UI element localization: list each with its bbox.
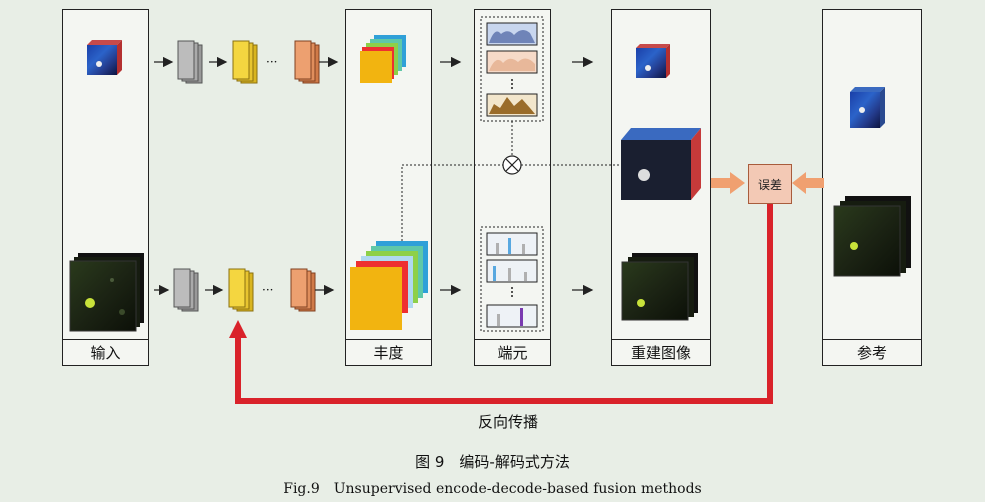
ellipsis-top: ··· [266,55,278,69]
abundance-bottom [350,241,428,330]
hsi-input-cube [87,40,122,75]
reference-column: 参考 [822,9,922,366]
recon-msi-stack [621,253,698,321]
backprop-arrow [229,203,773,404]
endmember-label: 端元 [475,339,550,365]
recon-large-cube [621,128,701,200]
multiply-icon [502,155,522,175]
ellipsis-bottom: ··· [262,283,274,297]
figure-caption-cn: 图 9 编码-解码式方法 [415,453,570,471]
ref-msi-stack [833,196,911,277]
endmember-dots [511,79,513,297]
reconstructed-label: 重建图像 [612,339,710,365]
abundance-top [360,35,406,83]
abundance-label: 丰度 [346,339,431,365]
encoder-bottom [173,268,316,312]
figure-caption-en: Fig.9 Unsupervised encode-decode-based f… [283,481,702,497]
dotted-links [401,121,620,241]
encoder-top [177,40,320,84]
forward-arrows [154,56,594,296]
reference-label: 参考 [823,339,921,365]
endmember-top-group [480,16,544,122]
recon-hsi-cube [636,44,670,78]
msi-input-stack [69,253,144,332]
ref-hsi-cube [850,87,885,128]
endmember-bottom-group [480,226,544,332]
input-label: 输入 [63,339,148,365]
backprop-label: 反向传播 [478,413,539,431]
error-arrows [711,172,824,194]
error-box: 误差 [748,164,792,204]
